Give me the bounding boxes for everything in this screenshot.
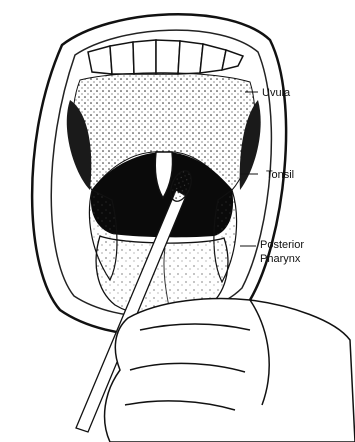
hand [105,299,355,442]
upper-teeth [88,40,243,74]
posterior-pharynx-label-line2: Pharynx [260,253,301,265]
posterior-pharynx-label-line1: Posterior [260,239,304,251]
uvula-label: Uvula [262,87,291,99]
tonsil-label: Tonsil [266,169,294,181]
